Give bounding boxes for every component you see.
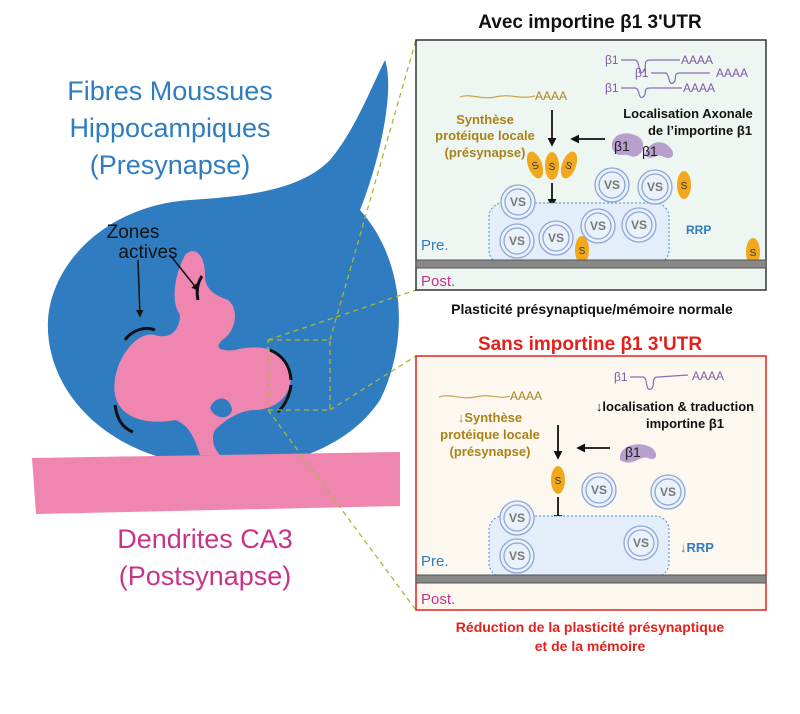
synthesis-label: ↓Synthèse [458,410,522,425]
synaptic-vesicle: VS [637,169,673,205]
synthesis-label: protéique locale [440,427,540,442]
polya-tail: AAAA [692,369,724,383]
synapsin-label: S [555,476,562,487]
polya-tail: AAAA [510,389,542,403]
synaptic-vesicle: VS [650,474,686,510]
synapsin-protein: S [560,151,578,179]
vesicle-label: VS [590,219,606,233]
bottom-panel-caption-1: Réduction de la plasticité présynaptique [456,619,725,635]
vesicle-label: VS [631,218,647,232]
post-label: Post. [421,273,455,290]
active-zones-label-1: Zones [107,222,160,243]
polya-tail: AAAA [683,81,715,95]
synaptic-membrane [415,259,767,269]
vesicle-label: VS [509,234,525,248]
synaptic-vesicle: VS [623,525,659,561]
synapsin-protein: S [551,466,565,494]
postsynapse-label-2: (Postsynapse) [119,561,292,591]
synaptic-vesicle: VS [500,184,536,220]
synaptic-vesicle: VS [581,472,617,508]
beta1-label: β1 [635,66,649,80]
rrp-label: RRP [686,223,711,237]
pre-label: Pre. [421,553,449,570]
top-panel-caption: Plasticité présynaptique/mémoire normale [451,301,733,317]
synapsin-label: S [530,160,540,173]
post-label: Post. [421,591,455,608]
presynapse-label-1: Fibres Moussues [67,76,273,106]
importin-beta1-protein [619,444,657,463]
synapsin-protein: S [526,151,544,179]
synthesis-label: (présynapse) [450,444,531,459]
vesicle-label: VS [591,483,607,497]
active-zones-label-2: actives [118,242,177,263]
localisation-label: importine β1 [646,416,724,431]
synthesis-label: (présynapse) [445,145,526,160]
beta1-mrna [630,374,689,390]
presynapse-label-2: Hippocampiques [69,113,270,143]
vesicle-label: VS [509,511,525,525]
synaptic-vesicle: VS [580,208,616,244]
localisation-label: de l’importine β1 [648,123,752,138]
synapsin-protein: S [545,152,559,180]
localisation-label: Localisation Axonale [623,106,753,121]
vesicle-label: VS [509,549,525,563]
synapsin-protein: S [746,238,760,266]
zoom-indicator [267,39,417,611]
localisation-label: ↓localisation & traduction [596,399,754,414]
polya-tail: AAAA [535,89,567,103]
synapsin-label: S [563,160,573,173]
vesicle-label: VS [604,178,620,192]
synthesis-label: Synthèse [456,112,514,127]
beta1-label: β1 [642,143,658,159]
synapsin-protein: S [677,171,691,199]
postsynapse-label-1: Dendrites CA3 [117,524,293,554]
synapsin-mrna [438,395,511,399]
synthesis-label: protéique locale [435,128,535,143]
dendrite [32,251,400,514]
synapsin-label: S [579,246,586,257]
synapsin-label: S [681,181,688,192]
vesicle-label: VS [647,180,663,194]
polya-tail: AAAA [681,53,713,67]
vesicle-label: VS [510,195,526,209]
synaptic-membrane [415,574,767,584]
vesicle-label: VS [548,231,564,245]
vesicle-label: VS [633,536,649,550]
beta1-mrnas [621,59,710,99]
beta1-label: β1 [605,53,619,67]
synapsin-label: S [750,248,757,259]
synaptic-vesicle: VS [499,500,535,536]
synapsin-protein: S [575,236,589,264]
beta1-label: β1 [614,138,630,154]
importin-beta1-proteins [611,133,674,158]
vesicle-label: VS [660,485,676,499]
top-panel-title: Avec importine β1 3'UTR [478,12,702,33]
synaptic-vesicle: VS [621,207,657,243]
pre-label: Pre. [421,237,449,254]
bottom-panel-caption-2: et de la mémoire [535,638,646,654]
synapsin-label: S [549,162,556,173]
beta1-label: β1 [614,370,628,384]
synaptic-vesicle: VS [538,220,574,256]
presynapse-label-3: (Presynapse) [90,150,251,180]
synaptic-vesicle: VS [594,167,630,203]
rrp-label: ↓RRP [680,540,714,555]
beta1-label: β1 [605,81,619,95]
synapsin-mrna [459,95,536,99]
beta1-label: β1 [625,444,641,460]
polya-tail: AAAA [716,66,748,80]
synaptic-vesicle: VS [499,538,535,574]
active-zones-arrow [136,259,144,318]
active-zones-arrow [169,254,199,292]
bottom-panel-title: Sans importine β1 3'UTR [478,334,702,355]
synaptic-vesicle: VS [499,223,535,259]
